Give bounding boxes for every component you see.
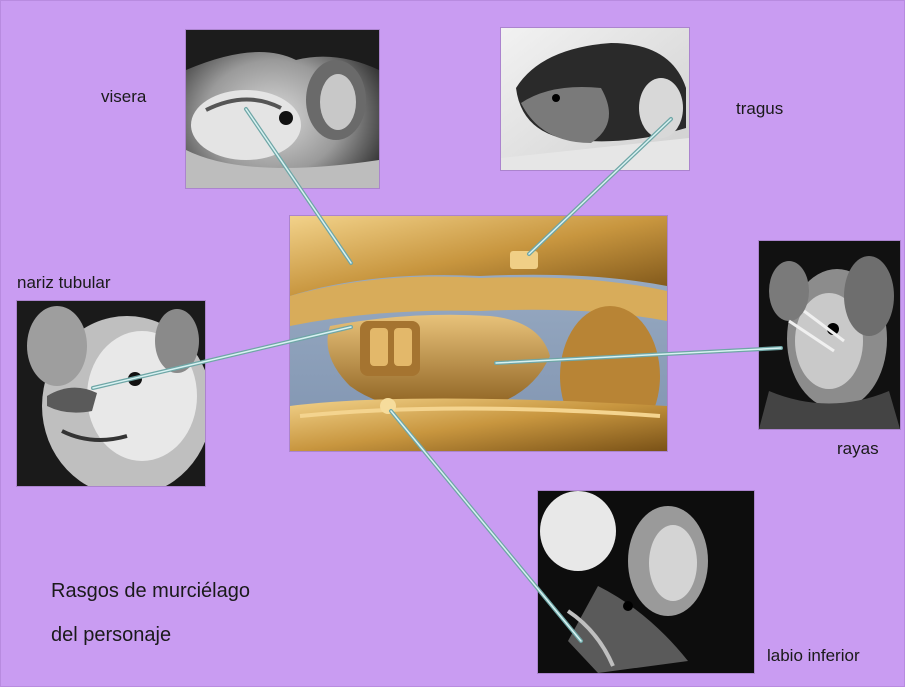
label-labio-inferior: labio inferior <box>767 646 860 666</box>
figure-caption: Rasgos de murciélago del personaje <box>51 569 250 657</box>
label-nariz-tubular: nariz tubular <box>17 273 111 293</box>
label-tragus: tragus <box>736 99 783 119</box>
caption-line-1: Rasgos de murciélago <box>51 569 250 613</box>
photo-bat-rayas <box>759 241 900 429</box>
photo-bat-visera <box>186 30 379 188</box>
caption-line-2: del personaje <box>51 613 250 657</box>
photo-bat-labio-inferior <box>538 491 754 673</box>
label-rayas: rayas <box>837 439 879 459</box>
label-visera: visera <box>101 87 146 107</box>
photo-bat-nariz-tubular <box>17 301 205 486</box>
photo-bat-tragus <box>501 28 689 170</box>
photo-gold-figure-center <box>290 216 667 451</box>
